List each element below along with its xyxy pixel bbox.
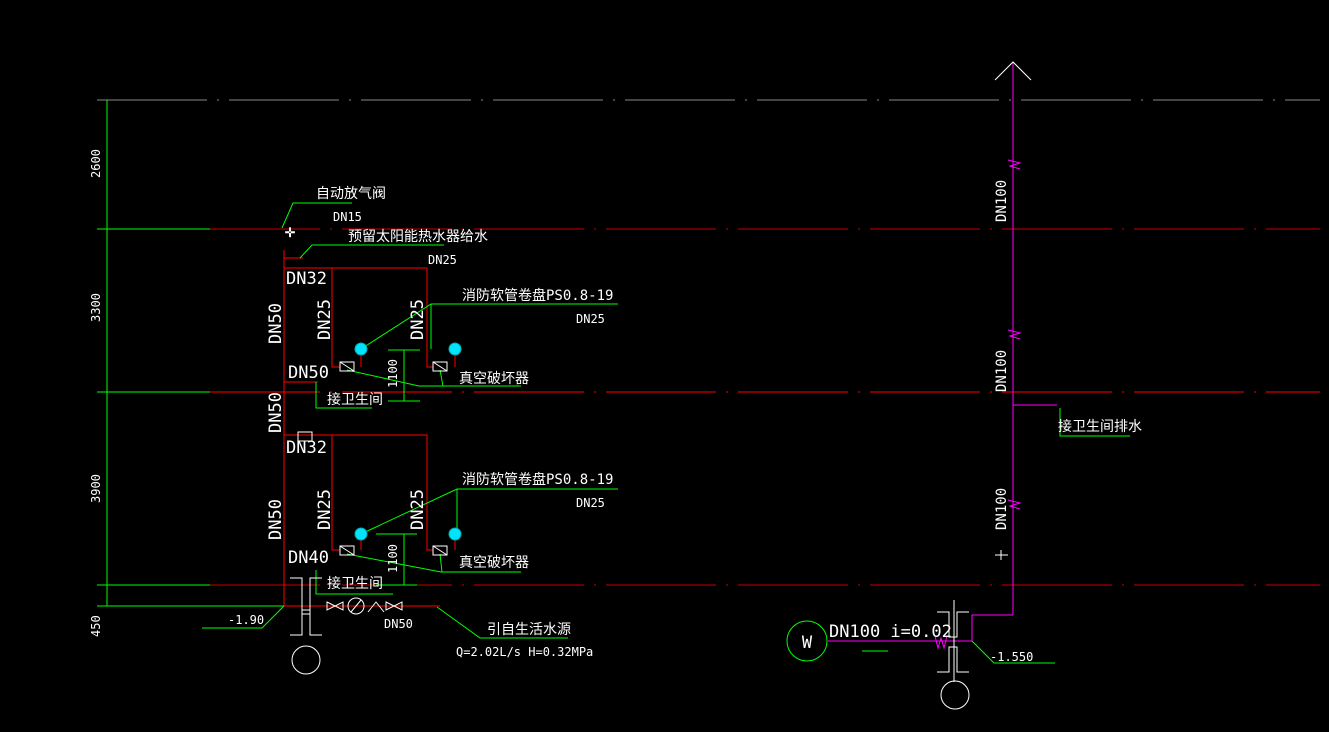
inlet-size: DN50 [384, 617, 413, 631]
air-valve-label: 自动放气阀 [316, 186, 386, 202]
dim-450: 450 [89, 615, 103, 637]
supply-pipes [283, 250, 456, 607]
solar-size: DN25 [428, 253, 457, 267]
drain-size-1: DN100 [994, 180, 1010, 222]
upper-main-size: DN32 [286, 269, 327, 289]
drain-size-2: DN100 [994, 350, 1010, 392]
water-source-label: 引自生活水源 [487, 622, 571, 638]
toilet-drain-label: 接卫生间排水 [1058, 418, 1142, 435]
lower-vacuum-breaker-label: 真空破坏器 [459, 555, 529, 571]
drain-sleeve-icon [937, 550, 1008, 710]
upper-riser-size: DN50 [266, 303, 286, 344]
upper-vacuum-breaker-label: 真空破坏器 [459, 371, 529, 387]
drain-symbol-circle [786, 620, 828, 662]
dimension-chain [97, 100, 284, 607]
lower-branch-b-size: DN25 [408, 489, 428, 530]
hose-reel-icons [354, 342, 462, 541]
lower-reel-label: 消防软管卷盘PS0.8-19 [462, 471, 613, 488]
lower-bottom-size: DN40 [288, 548, 329, 568]
lower-to-toilet-label: 接卫生间 [327, 575, 383, 592]
lower-branch-a-size: DN25 [315, 489, 335, 530]
upper-branch-a-size: DN25 [315, 299, 335, 340]
vacuum-breaker-icons [297, 361, 448, 556]
lower-main-size: DN32 [286, 438, 327, 458]
drain-size-3: DN100 [994, 488, 1010, 530]
drain-elevation: -1.550 [990, 650, 1033, 664]
solar-reserve-label: 预留太阳能热水器给水 [348, 229, 488, 245]
upper-reel-label: 消防软管卷盘PS0.8-19 [462, 287, 613, 304]
upper-bottom-size: DN50 [288, 363, 329, 383]
air-valve-size: DN15 [333, 210, 362, 224]
wall-sleeve-icon [290, 577, 322, 675]
lower-reel-size: DN25 [576, 496, 605, 510]
dim-3900: 3900 [89, 474, 103, 503]
drain-symbol: W [802, 633, 813, 653]
leader-lines [202, 202, 618, 639]
drain-pipes [828, 62, 1057, 650]
upper-to-toilet-label: 接卫生间 [327, 391, 383, 408]
upper-dim-1100: 1100 [386, 359, 400, 388]
lower-riser-size: DN50 [266, 499, 286, 540]
lower-dim-1100: 1100 [386, 544, 400, 573]
middle-riser-size: DN50 [266, 392, 286, 433]
vent-cap-icon [994, 61, 1032, 81]
outlet-label: DN100 i=0.02 [829, 622, 952, 642]
drain-leaders [862, 408, 1130, 664]
inlet-elevation: -1.90 [228, 613, 264, 627]
upper-branch-b-size: DN25 [408, 299, 428, 340]
flow-pressure-label: Q=2.02L/s H=0.32MPa [456, 645, 593, 659]
upper-reel-size: DN25 [576, 312, 605, 326]
air-valve-icon: ⊹ [285, 225, 295, 239]
inlet-valves-icon: ⊹ [285, 225, 403, 615]
dim-2600: 2600 [89, 149, 103, 178]
dim-3300: 3300 [89, 293, 103, 322]
